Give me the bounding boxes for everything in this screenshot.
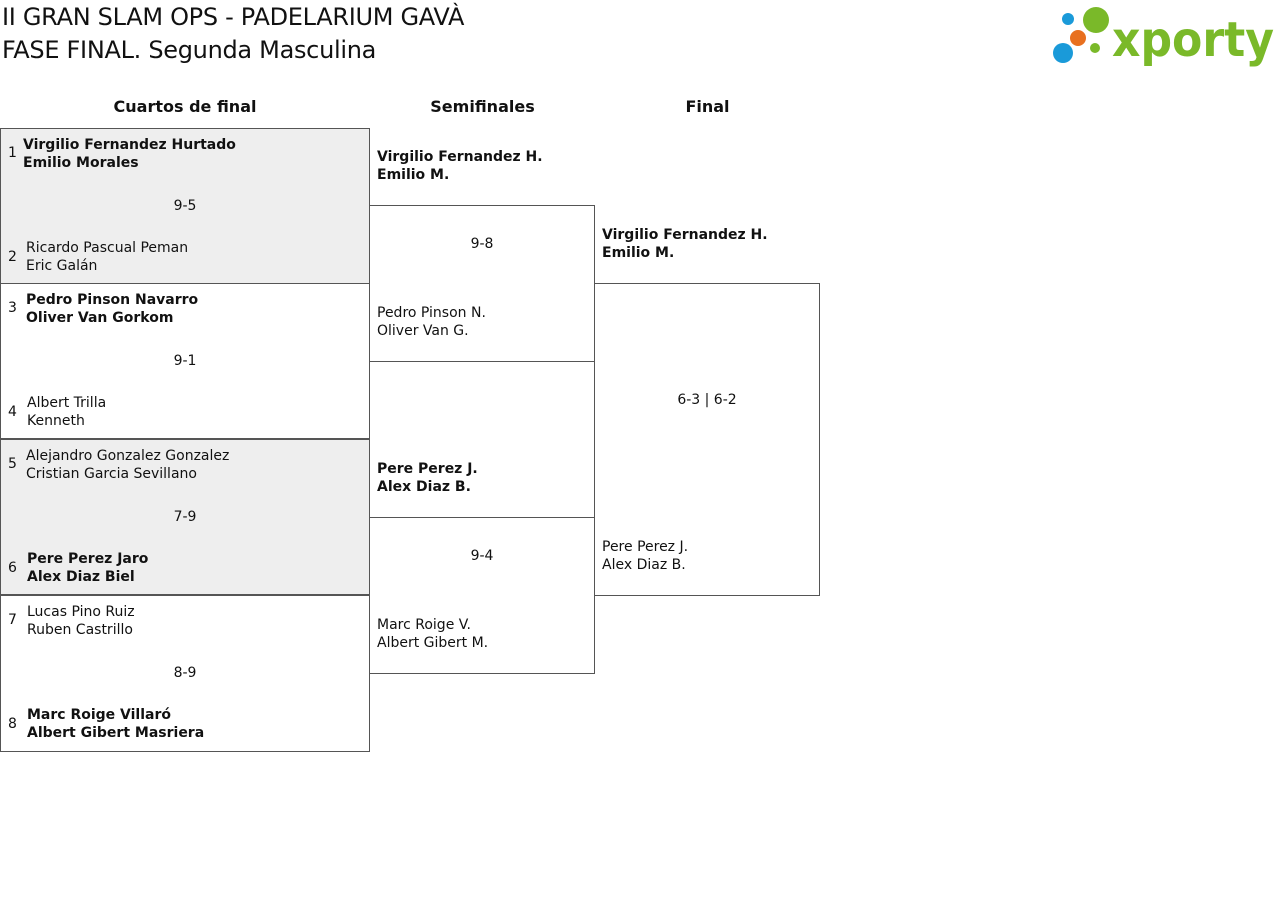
qf-1-score: 9-5 xyxy=(173,198,197,214)
qf-3-score: 7-9 xyxy=(173,509,197,525)
sf-2-team-bottom-player-1: Marc Roige V. xyxy=(377,617,471,633)
sf-1-team-top: Virgilio Fernandez H. Emilio M. xyxy=(377,148,543,184)
qf-seed-2: 2 xyxy=(8,249,17,265)
logo-dot-green-small xyxy=(1090,43,1100,53)
sf-2-score: 9-4 xyxy=(470,548,494,564)
qf-seed-7: 7 xyxy=(8,612,17,628)
qf-match-1[interactable] xyxy=(0,128,370,284)
xporty-logo[interactable]: xporty xyxy=(1050,2,1278,68)
qf-2-score: 9-1 xyxy=(173,353,197,369)
qf-seed-6: 6 xyxy=(8,560,17,576)
sf-1-team-top-player-1: Virgilio Fernandez H. xyxy=(377,149,543,165)
sf-2-team-top-player-2: Alex Diaz B. xyxy=(377,479,471,495)
qf-4-team-top-player-2: Ruben Castrillo xyxy=(27,622,133,638)
qf-4-score: 8-9 xyxy=(173,665,197,681)
sf-1-team-bottom-player-2: Oliver Van G. xyxy=(377,323,469,339)
logo-dot-green xyxy=(1083,7,1109,33)
qf-seed-4: 4 xyxy=(8,404,17,420)
qf-2-team-top-player-1: Pedro Pinson Navarro xyxy=(26,292,199,308)
final-team-bottom: Pere Perez J. Alex Diaz B. xyxy=(602,538,688,574)
qf-3-team-top-player-2: Cristian Garcia Sevillano xyxy=(26,466,197,482)
qf-3-team-bottom-player-1: Pere Perez Jaro xyxy=(27,551,149,567)
qf-seed-8: 8 xyxy=(8,716,17,732)
qf-1-team-top-player-1: Virgilio Fernandez Hurtado xyxy=(23,137,236,153)
sf-2-team-bottom: Marc Roige V. Albert Gibert M. xyxy=(377,616,488,652)
final-team-top-player-2: Emilio M. xyxy=(602,245,675,261)
final-team-bottom-player-1: Pere Perez J. xyxy=(602,539,689,555)
qf-seed-5: 5 xyxy=(8,456,17,472)
qf-1-team-top-player-2: Emilio Morales xyxy=(23,155,139,171)
qf-1-team-bottom-player-1: Ricardo Pascual Peman xyxy=(26,240,189,256)
qf-3-team-top-player-1: Alejandro Gonzalez Gonzalez xyxy=(26,448,230,464)
qf-3-team-bottom-player-2: Alex Diaz Biel xyxy=(27,569,135,585)
sf-2-team-bottom-player-2: Albert Gibert M. xyxy=(377,635,489,651)
logo-wordmark: xporty xyxy=(1112,12,1274,68)
final-team-top: Virgilio Fernandez H. Emilio M. xyxy=(602,226,768,262)
qf-2-team-top-player-2: Oliver Van Gorkom xyxy=(26,310,174,326)
qf-seed-1: 1 xyxy=(8,145,17,161)
sf-1-team-top-player-2: Emilio M. xyxy=(377,167,450,183)
final-team-bottom-player-2: Alex Diaz B. xyxy=(602,557,686,573)
qf-4-team-bottom-player-2: Albert Gibert Masriera xyxy=(27,725,205,741)
final-team-top-player-1: Virgilio Fernandez H. xyxy=(602,227,768,243)
final-score: 6-3 | 6-2 xyxy=(677,392,737,408)
qf-2-team-bottom-player-1: Albert Trilla xyxy=(27,395,107,411)
logo-dot-blue-small xyxy=(1062,13,1074,25)
qf-1-team-bottom-player-2: Eric Galán xyxy=(26,258,98,274)
round-heading-final: Final xyxy=(685,97,730,116)
qf-4-team-top-player-1: Lucas Pino Ruiz xyxy=(27,604,135,620)
tournament-title: II GRAN SLAM OPS - PADELARIUM GAVÀ xyxy=(2,3,465,31)
logo-dot-orange xyxy=(1070,30,1086,46)
sf-2-team-top: Pere Perez J. Alex Diaz B. xyxy=(377,460,478,496)
round-heading-quarterfinals: Cuartos de final xyxy=(113,97,257,116)
final-match[interactable] xyxy=(594,283,820,596)
qf-2-team-bottom-player-2: Kenneth xyxy=(27,413,85,429)
round-heading-semifinals: Semifinales xyxy=(430,97,535,116)
qf-match-3[interactable] xyxy=(0,439,370,595)
sf-1-score: 9-8 xyxy=(470,236,494,252)
logo-dot-blue xyxy=(1053,43,1073,63)
phase-title: FASE FINAL. Segunda Masculina xyxy=(2,36,377,64)
qf-4-team-bottom-player-1: Marc Roige Villaró xyxy=(27,707,171,723)
sf-2-team-top-player-1: Pere Perez J. xyxy=(377,461,478,477)
qf-seed-3: 3 xyxy=(8,300,17,316)
sf-1-team-bottom: Pedro Pinson N. Oliver Van G. xyxy=(377,304,486,340)
sf-1-team-bottom-player-1: Pedro Pinson N. xyxy=(377,305,486,321)
